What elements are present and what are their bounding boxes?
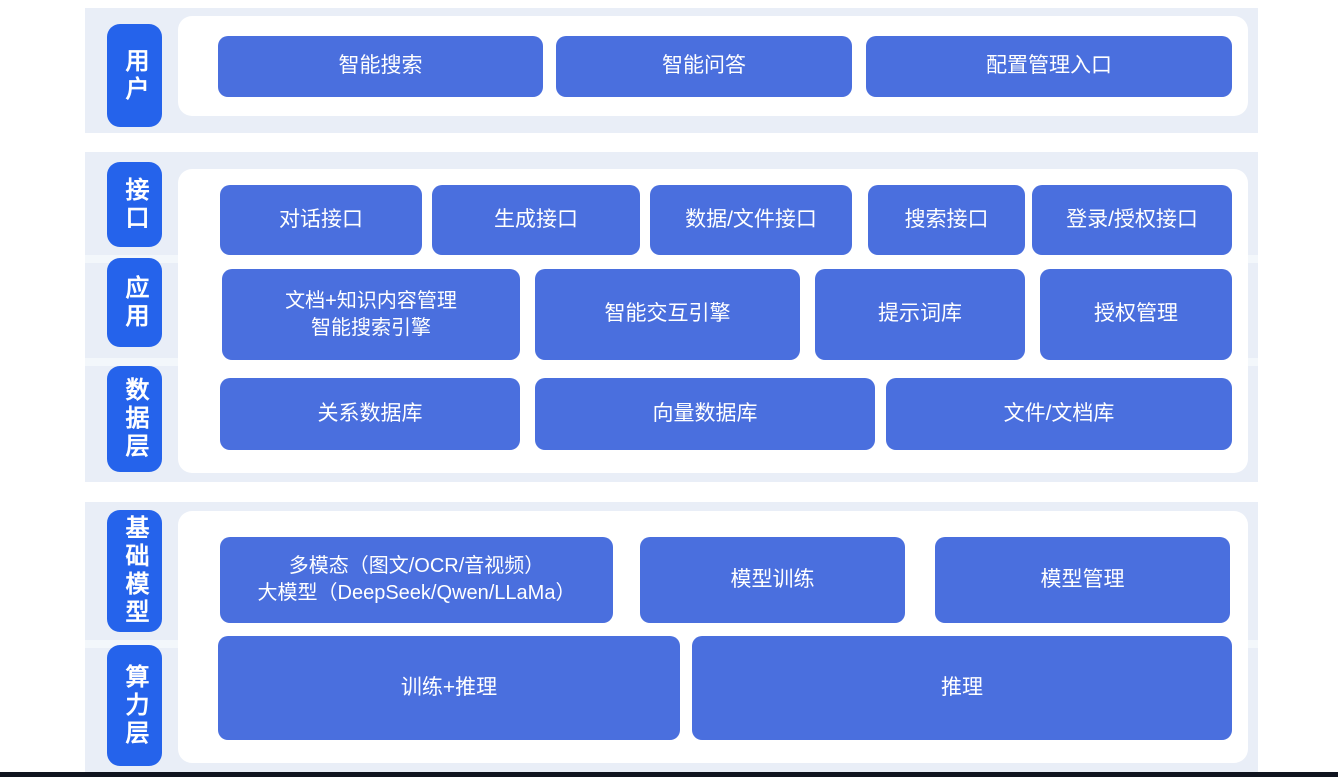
box-login-auth-api: 登录/授权接口 xyxy=(1032,185,1232,255)
box-relational-db: 关系数据库 xyxy=(220,378,520,450)
box-generation-api: 生成接口 xyxy=(432,185,640,255)
layer-label-interface: 接口 xyxy=(107,162,162,247)
box-doc-knowledge-search-engine: 文档+知识内容管理 智能搜索引擎 xyxy=(222,269,520,360)
box-file-doc-store: 文件/文档库 xyxy=(886,378,1232,450)
box-smart-qa: 智能问答 xyxy=(556,36,852,97)
layer-label-application: 应用 xyxy=(107,258,162,347)
box-prompt-library: 提示词库 xyxy=(815,269,1025,360)
layer-label-user: 用户 xyxy=(107,24,162,127)
box-search-api: 搜索接口 xyxy=(868,185,1025,255)
box-vector-db: 向量数据库 xyxy=(535,378,875,450)
box-model-training: 模型训练 xyxy=(640,537,905,623)
box-train-infer: 训练+推理 xyxy=(218,636,680,740)
box-config-entry: 配置管理入口 xyxy=(866,36,1232,97)
box-interaction-engine: 智能交互引擎 xyxy=(535,269,800,360)
box-line: 智能搜索引擎 xyxy=(311,316,431,339)
layer-label-foundation: 基础模型 xyxy=(107,510,162,632)
box-line: 大模型（DeepSeek/Qwen/LLaMa） xyxy=(257,582,576,604)
layer-label-compute: 算力层 xyxy=(107,645,162,766)
box-smart-search: 智能搜索 xyxy=(218,36,543,97)
box-auth-management: 授权管理 xyxy=(1040,269,1232,360)
layer-label-data: 数据层 xyxy=(107,366,162,472)
box-infer: 推理 xyxy=(692,636,1232,740)
box-line: 文档+知识内容管理 xyxy=(285,289,457,312)
box-multimodal-llm: 多模态（图文/OCR/音视频） 大模型（DeepSeek/Qwen/LLaMa） xyxy=(220,537,613,623)
box-dialog-api: 对话接口 xyxy=(220,185,422,255)
box-data-file-api: 数据/文件接口 xyxy=(650,185,852,255)
box-model-management: 模型管理 xyxy=(935,537,1230,623)
bottom-rule xyxy=(0,772,1338,777)
box-line: 多模态（图文/OCR/音视频） xyxy=(288,555,545,577)
